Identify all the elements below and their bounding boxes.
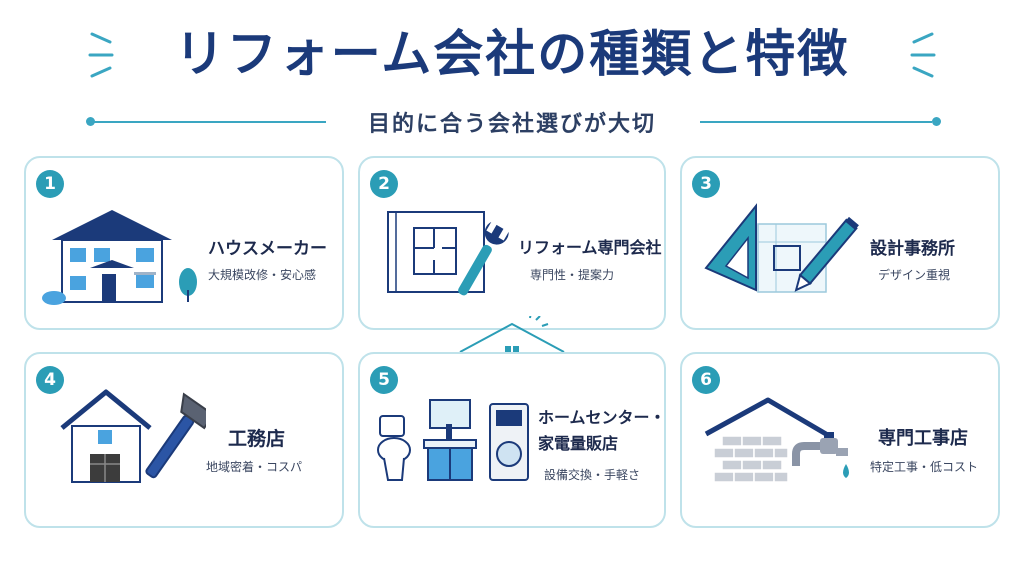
brick-faucet-icon <box>704 397 849 483</box>
card-description: 設備交換・手軽さ <box>544 468 641 482</box>
subtitle-line-left <box>94 121 326 123</box>
card-title: ハウスメーカー <box>208 239 327 259</box>
card-description: 地域密着・コスパ <box>206 460 303 474</box>
card-title-line1: ホームセンター・ <box>538 408 666 427</box>
card-design-office: 3 設計事務所 デザイン重視 <box>680 156 1000 330</box>
card-title: リフォーム専門会社 <box>518 238 662 257</box>
subtitle: 目的に合う会社選びが大切 <box>367 112 656 137</box>
subtitle-dot-left <box>86 117 95 126</box>
card-number: 2 <box>370 170 398 198</box>
subtitle-dot-right <box>932 117 941 126</box>
card-title: 設計事務所 <box>870 239 955 259</box>
ruler-pencil-icon <box>704 203 859 293</box>
card-number: 5 <box>370 366 398 394</box>
blueprint-wrench-icon <box>387 211 509 296</box>
card-reform-company: 2 リフォーム専門会社 専門性・提案力 <box>358 156 666 330</box>
card-number: 1 <box>36 170 64 198</box>
house-icon <box>42 210 197 305</box>
card-number: 6 <box>692 366 720 394</box>
subtitle-row: 目的に合う会社選びが大切 <box>0 104 1024 138</box>
card-description: 専門性・提案力 <box>530 268 615 282</box>
page-title: リフォーム会社の種類と特徴 <box>174 25 850 83</box>
card-home-center: 5 ホームセンター・ 家電量販店 設備交換・手軽さ <box>358 352 666 528</box>
card-title: 専門工事店 <box>878 428 968 449</box>
card-number: 3 <box>692 170 720 198</box>
sparkle-left-icon <box>88 32 114 78</box>
sparkle-right-icon <box>910 32 936 78</box>
card-number: 4 <box>36 366 64 394</box>
card-koumuten: 4 工務店 地域密着・コスパ <box>24 352 344 528</box>
card-description: 特定工事・低コスト <box>870 460 979 474</box>
subtitle-line-right <box>700 121 932 123</box>
card-title: 工務店 <box>228 428 286 450</box>
card-specialist-contractor: 6 専門工事店 特定工事・低コスト <box>680 352 1000 528</box>
card-title-line2: 家電量販店 <box>538 434 619 453</box>
house-hammer-icon <box>60 389 206 483</box>
card-house-maker: 1 ハウスメーカー 大規模改修・安心感 <box>24 156 344 330</box>
card-description: 大規模改修・安心感 <box>208 268 317 282</box>
card-description: デザイン重視 <box>878 268 951 282</box>
appliances-icon <box>377 399 529 481</box>
